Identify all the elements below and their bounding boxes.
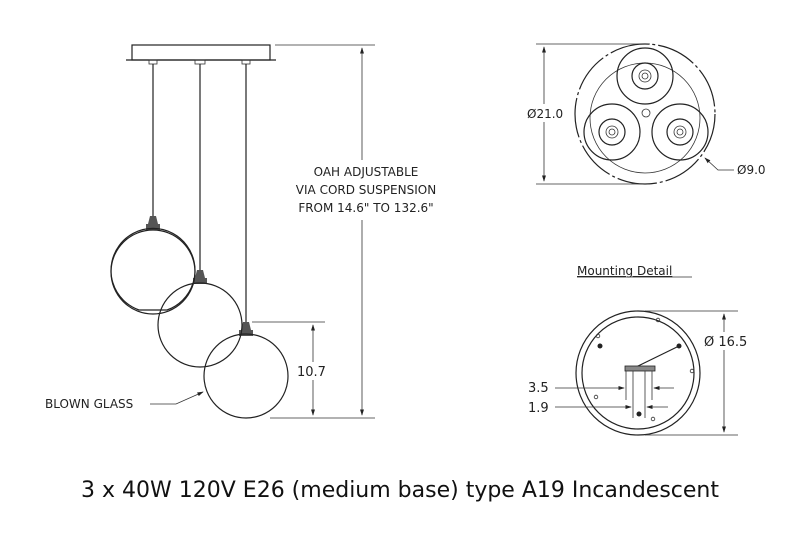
globe-diameter: Ø9.0 bbox=[737, 163, 766, 177]
cords bbox=[148, 59, 251, 322]
globe-top-3 bbox=[651, 103, 709, 161]
mounting-detail-title: Mounting Detail bbox=[577, 264, 672, 278]
globe-top-1 bbox=[616, 47, 674, 105]
slot-outer-dimension: 3.5 bbox=[528, 381, 549, 396]
crossbar bbox=[624, 365, 656, 372]
bulb-spec-caption: 3 x 40W 120V E26 (medium base) type A19 … bbox=[81, 478, 719, 503]
oah-note-line-3: FROM 14.6" TO 132.6" bbox=[298, 201, 433, 215]
side-view: OAH ADJUSTABLE VIA CORD SUSPENSION FROM … bbox=[45, 44, 444, 419]
slot-inner-dimension: 1.9 bbox=[528, 401, 549, 416]
oah-note-line-1: OAH ADJUSTABLE bbox=[314, 165, 419, 179]
globe-left bbox=[110, 229, 196, 315]
globe-middle bbox=[157, 282, 243, 368]
oah-note-line-2: VIA CORD SUSPENSION bbox=[296, 183, 436, 197]
socket bbox=[146, 216, 253, 336]
top-view: Ø21.0 Ø9.0 bbox=[525, 43, 766, 185]
canopy bbox=[131, 44, 271, 61]
canopy-diameter: Ø21.0 bbox=[527, 107, 563, 121]
globe-top-2 bbox=[583, 103, 641, 161]
globe bbox=[110, 227, 196, 311]
plate-diameter: Ø 16.5 bbox=[704, 335, 747, 350]
mounting-detail: Mounting Detail 3.5 1.9 Ø 16.5 bbox=[528, 264, 752, 436]
globe-right bbox=[203, 333, 289, 419]
globe-height-dimension: 10.7 bbox=[297, 365, 326, 380]
material-label: BLOWN GLASS bbox=[45, 397, 133, 411]
